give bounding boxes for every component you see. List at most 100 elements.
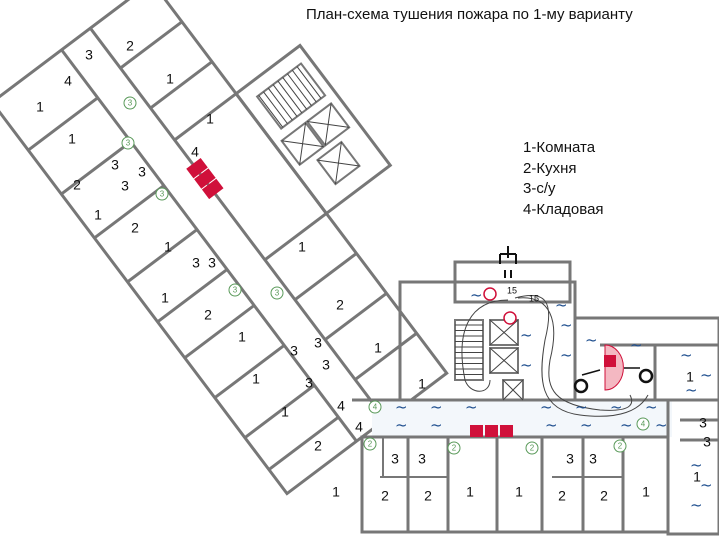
legend-item: 4-Кладовая — [523, 200, 604, 218]
room-wall — [243, 384, 316, 439]
room-label: 4 — [337, 398, 345, 414]
room-label: 3 — [699, 415, 707, 431]
room-label: 3 — [85, 47, 93, 63]
svg-text:~: ~ — [585, 331, 598, 349]
room-label: 1 — [642, 484, 650, 500]
position-marker: 3 — [123, 96, 137, 110]
horizontal-wing: 15 15 ~~~~~~~~~~~~~~~~~~~~~~~~~~~ — [352, 246, 719, 536]
svg-text:~: ~ — [395, 398, 408, 416]
room-label: 2 — [314, 438, 322, 454]
position-marker: 4 — [368, 400, 382, 414]
room-label: 4 — [64, 73, 72, 89]
room-label: 2 — [131, 220, 139, 236]
room-label: 3 — [314, 335, 322, 351]
room-label: 3 — [322, 357, 330, 373]
diagonal-wing — [0, 0, 449, 496]
svg-text:2: 2 — [452, 444, 457, 453]
position-marker: 3 — [155, 187, 169, 201]
room-label: 2 — [336, 297, 344, 313]
room-wall — [173, 92, 237, 142]
room-label: 1 — [252, 371, 260, 387]
svg-text:~: ~ — [560, 346, 573, 364]
vestibule — [453, 260, 572, 304]
svg-text:~: ~ — [395, 416, 408, 434]
fire-cabinet-icon — [470, 425, 513, 437]
svg-text:~: ~ — [520, 356, 533, 374]
room-wall — [294, 252, 358, 301]
hydrant-icon — [499, 246, 517, 278]
position-marker: 2 — [447, 441, 461, 455]
svg-text:~: ~ — [700, 476, 713, 494]
svg-text:3: 3 — [128, 99, 133, 108]
room-label: 3 — [192, 255, 200, 271]
room-label: 3 — [703, 434, 711, 450]
wing-outline — [0, 0, 449, 496]
room-wall — [93, 184, 165, 240]
room-label: 4 — [191, 144, 199, 160]
svg-text:~: ~ — [540, 398, 553, 416]
svg-text:2: 2 — [368, 440, 373, 449]
svg-text:~: ~ — [700, 366, 713, 384]
svg-text:~: ~ — [610, 398, 623, 416]
room-label: 3 — [391, 451, 399, 467]
svg-text:~: ~ — [575, 398, 588, 416]
legend-item: 1-Комната — [523, 139, 596, 156]
room-label: 3 — [111, 157, 119, 173]
hose-length: 15 — [507, 285, 517, 295]
room-wall — [60, 140, 132, 196]
position-marker: 2 — [613, 439, 627, 453]
room-label: 1 — [515, 484, 523, 500]
svg-text:2: 2 — [618, 442, 623, 451]
room-label: 1 — [693, 469, 701, 485]
room-label: 1 — [298, 239, 306, 255]
svg-text:~: ~ — [430, 416, 443, 434]
room-label: 1 — [206, 111, 214, 127]
room-label: 3 — [418, 451, 426, 467]
svg-text:~: ~ — [690, 496, 703, 514]
svg-text:2: 2 — [530, 444, 535, 453]
room-label: 1 — [164, 239, 172, 255]
room-wall — [156, 268, 228, 324]
room-label: 1 — [332, 484, 340, 500]
svg-text:4: 4 — [641, 420, 646, 429]
svg-text:~: ~ — [465, 398, 478, 416]
room-label: 3 — [138, 164, 146, 180]
corridor-wall — [89, 27, 387, 421]
svg-text:~: ~ — [655, 416, 668, 434]
room-wall — [268, 416, 340, 471]
stair-icon — [454, 319, 484, 381]
room-label: 1 — [418, 376, 426, 392]
room-label: 2 — [600, 488, 608, 504]
room-wall — [126, 228, 198, 284]
room-wall — [149, 60, 213, 110]
room-label: 2 — [73, 177, 81, 193]
svg-text:~: ~ — [560, 316, 573, 334]
room-label: 3 — [290, 343, 298, 359]
room-wall — [354, 332, 418, 381]
room-label: 3 — [121, 178, 129, 194]
legend: 1-Комната 2-Кухня 3-с/у 4-Кладовая — [523, 138, 604, 220]
room-label: 3 — [589, 451, 597, 467]
room-label: 1 — [94, 207, 102, 223]
room-wall — [27, 96, 99, 152]
svg-text:3: 3 — [126, 139, 131, 148]
svg-text:~: ~ — [630, 336, 643, 354]
room-wall — [324, 292, 388, 341]
page-title: План-схема тушения пожара по 1-му вариан… — [306, 6, 633, 23]
svg-text:~: ~ — [580, 416, 593, 434]
room-label: 3 — [566, 451, 574, 467]
position-marker: 4 — [636, 417, 650, 431]
elevator-icon — [489, 319, 524, 401]
stair-core — [233, 43, 393, 216]
elevator-icon — [280, 102, 361, 186]
room-label: 2 — [204, 307, 212, 323]
room-label: 1 — [686, 369, 694, 385]
position-marker: 3 — [228, 283, 242, 297]
svg-text:~: ~ — [685, 381, 698, 399]
room-label: 1 — [68, 131, 76, 147]
water-wave-icon: ~~~~~~~~~~~~~~~~~~~~~~~~~~~ — [395, 286, 713, 514]
room-wall — [183, 304, 256, 359]
svg-text:3: 3 — [233, 286, 238, 295]
